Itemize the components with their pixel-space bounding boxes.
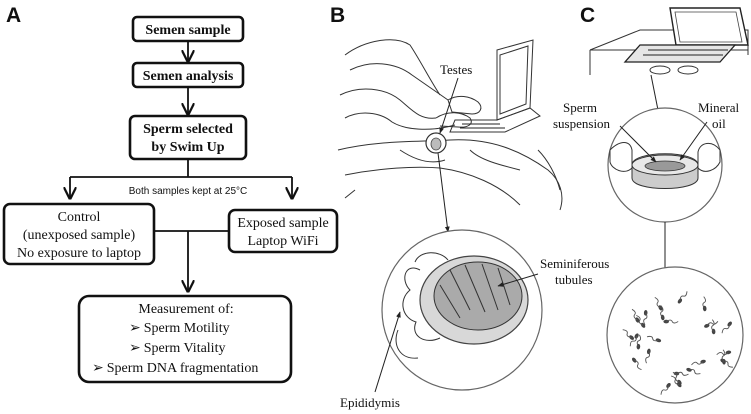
seminiferous-line2: tubules (555, 272, 593, 287)
bullet-icon: ➢ (129, 321, 141, 336)
seminiferous-pointer (497, 273, 539, 287)
sperm-tail (721, 323, 731, 334)
semen-analysis-text: Semen analysis (143, 69, 234, 84)
measurement-item-vitality: ➢Sperm Vitality (129, 341, 225, 356)
zoom-arrow-b (437, 152, 450, 233)
sperm-head (631, 357, 637, 363)
sperm-head (629, 335, 635, 340)
seminiferous-line1: Seminiferous (540, 256, 609, 271)
measurement-item-dna: ➢Sperm DNA fragmentation (92, 361, 258, 376)
sperm-selected-line2: by Swim Up (151, 140, 224, 155)
sperm-tail (636, 334, 642, 347)
sperm-cells-magnified-view (606, 266, 744, 404)
testes-pointer (439, 77, 459, 134)
sperm-tail (646, 335, 659, 342)
exposed-line1: Exposed sample (237, 216, 328, 231)
sperm-tail (676, 371, 689, 376)
sperm-tail (706, 321, 719, 327)
sperm-tail (670, 375, 680, 386)
box-sperm-selected: Sperm selected by Swim Up (128, 114, 248, 161)
measurement-title: Measurement of: (138, 302, 233, 317)
sperm-tail (665, 319, 679, 324)
control-line3: No exposure to laptop (17, 246, 141, 261)
sperm-selected-line1: Sperm selected (143, 122, 233, 137)
panel-label-c: C (580, 4, 595, 27)
sperm-tail (645, 351, 651, 364)
mineral-oil-pointer (679, 121, 708, 161)
box-measurement: Measurement of: ➢Sperm Motility ➢Sperm V… (77, 294, 293, 384)
sperm-tail (654, 297, 661, 309)
testis-magnified-view (381, 229, 543, 391)
both-samples-note: Both samples kept at 25°C (129, 186, 248, 197)
panel-label-a: A (6, 4, 21, 27)
bullet-icon: ➢ (92, 361, 104, 376)
control-line2: (unexposed sample) (23, 228, 136, 243)
sperm-tail (691, 361, 704, 366)
lap-laptop-illustration (337, 39, 563, 211)
sperm-tail (660, 385, 669, 395)
sperm-suspension-line1: Sperm (563, 100, 597, 115)
exposed-line2: Laptop WiFi (247, 234, 318, 249)
sperm-head (676, 382, 682, 388)
box-exposed: Exposed sample Laptop WiFi (227, 208, 339, 254)
bench-laptop-illustration (589, 7, 749, 75)
box-control: Control (unexposed sample) No exposure t… (2, 202, 156, 266)
sperm-tail (643, 312, 648, 326)
control-line1: Control (58, 210, 101, 225)
sperm-tail (636, 314, 644, 326)
box-semen-sample: Semen sample (131, 15, 245, 43)
sperm-suspension-line2: suspension (553, 116, 611, 131)
sperm-tail (679, 291, 688, 302)
testes-label: Testes (440, 62, 472, 77)
mineral-oil-line1: Mineral (698, 100, 740, 115)
sperm-tail (716, 351, 729, 356)
box-semen-analysis: Semen analysis (131, 61, 245, 89)
measurement-item-motility: ➢Sperm Motility (129, 321, 230, 336)
epididymis-label: Epididymis (340, 395, 400, 410)
sperm-tail (634, 359, 642, 371)
sperm-tail (711, 319, 715, 332)
sperm-tail (702, 296, 706, 309)
sperm-tail (688, 368, 701, 375)
sperm-head (635, 317, 640, 323)
sperm-tail (721, 349, 726, 363)
petri-dish-magnified-view (607, 107, 723, 223)
semen-sample-text: Semen sample (145, 23, 230, 38)
bullet-icon: ➢ (129, 341, 141, 356)
panel-label-b: B (330, 4, 345, 27)
epididymis-pointer (374, 311, 401, 393)
sperm-tail (631, 308, 638, 321)
sperm-tail (672, 371, 680, 383)
sperm-tail (629, 335, 638, 347)
sperm-tail (622, 329, 632, 339)
mineral-oil-line2: oil (712, 116, 726, 131)
sperm-tail (660, 305, 664, 318)
sperm-suspension-pointer (619, 125, 657, 163)
